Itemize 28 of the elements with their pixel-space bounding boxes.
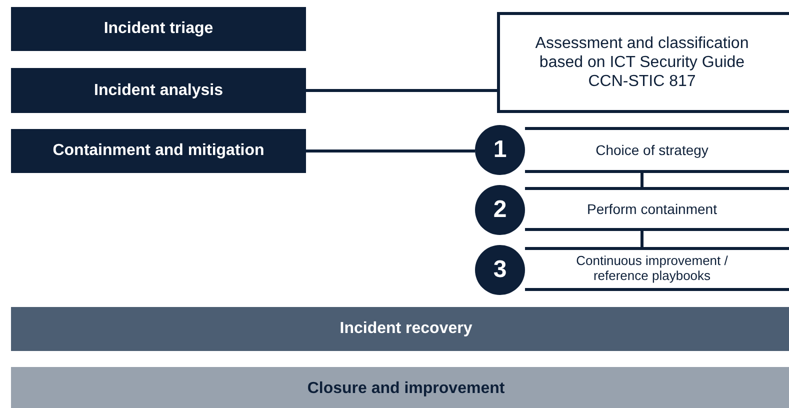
note-box <box>497 12 789 113</box>
phase-box <box>11 7 306 51</box>
step-number-circle <box>475 125 525 175</box>
connector-line <box>640 173 644 187</box>
step-number: 3 <box>493 256 507 284</box>
step-row <box>525 127 789 173</box>
step-row <box>525 187 789 231</box>
box-label: Incident triage <box>104 20 214 38</box>
connector-line <box>306 89 497 92</box>
box-label: Incident analysis <box>94 82 223 100</box>
phase-box <box>11 129 306 173</box>
box-label: Assessment and classification based on ICT Security Guide CCN-STIC 817 <box>534 34 750 92</box>
step-row <box>525 247 789 291</box>
phase-box <box>11 68 306 113</box>
connector-line <box>306 150 475 152</box>
box-label: Choice of strategy <box>596 142 708 158</box>
connector-line <box>640 231 644 247</box>
box-label: Closure and improvement <box>307 380 505 398</box>
phase-band <box>11 367 789 408</box>
step-number-circle <box>475 185 525 235</box>
box-label: Incident recovery <box>340 320 472 338</box>
phase-band <box>11 307 789 351</box>
step-number: 2 <box>493 196 507 224</box>
step-number: 1 <box>493 136 507 164</box>
box-label: Continuous improvement / reference playbooks <box>575 254 729 284</box>
step-number-circle <box>475 245 525 295</box>
box-label: Perform containment <box>587 200 717 218</box>
box-label: Containment and mitigation <box>52 142 264 160</box>
